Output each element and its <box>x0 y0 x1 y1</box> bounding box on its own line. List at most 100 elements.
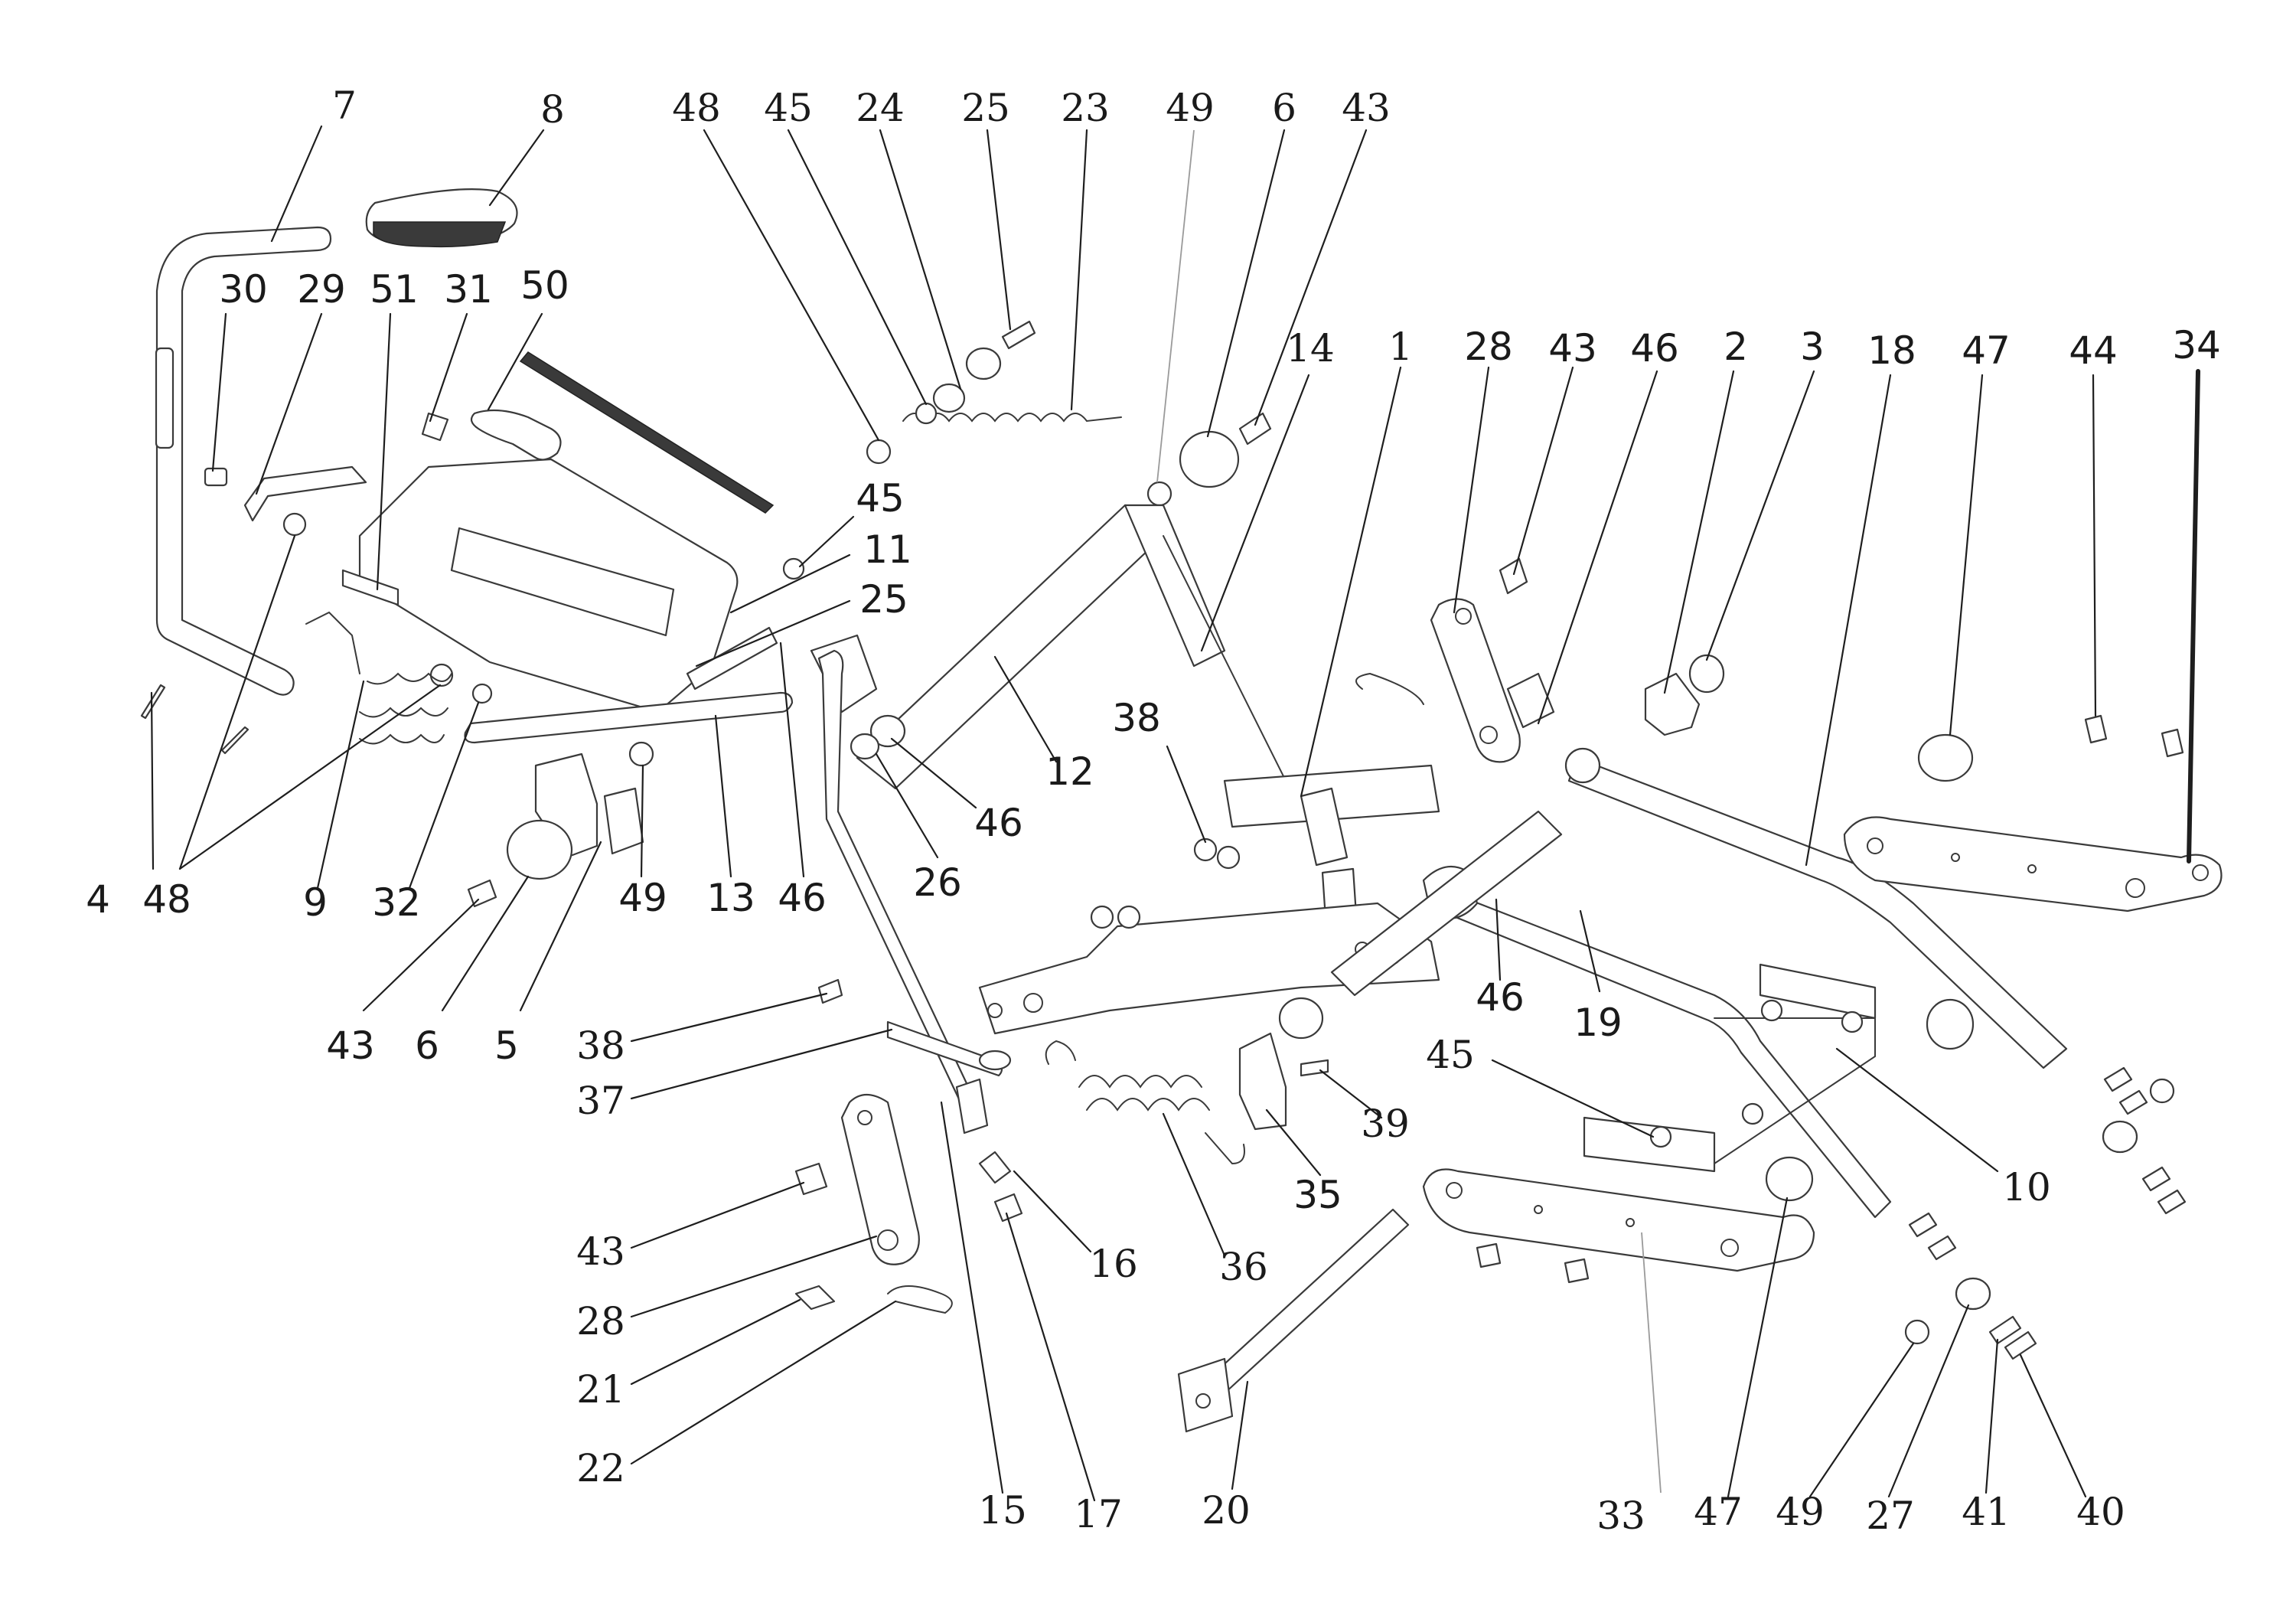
part-bushing-47t <box>1917 733 1974 782</box>
part-pulley-6 <box>506 819 573 880</box>
callout-19: 19 <box>1574 1001 1623 1045</box>
part-bolt-44 <box>2084 714 2108 744</box>
callout-21: 21 <box>576 1367 625 1412</box>
part-spacer-d <box>2118 1089 2148 1115</box>
part-plate-10b <box>1583 1116 1716 1173</box>
part-bracket-12 <box>810 634 878 713</box>
callout-13: 13 <box>706 876 755 920</box>
part-nut-48b <box>866 439 892 465</box>
parts-drawing <box>140 188 2223 1433</box>
part-hairpin-22 <box>887 1285 953 1314</box>
part-plate-tab <box>341 569 400 606</box>
part-lever-18 <box>1567 756 2068 1069</box>
part-clevis-35 <box>1238 1032 1287 1131</box>
part-nut-10b <box>1760 999 1783 1022</box>
part-lever-arm <box>470 409 562 461</box>
callout-35: 35 <box>1293 1173 1342 1217</box>
callout-33: 33 <box>1596 1494 1645 1538</box>
callout-46-d: 46 <box>1476 975 1525 1020</box>
part-spacer-a <box>1908 1212 1938 1238</box>
callout-6: 6 <box>1272 86 1296 130</box>
part-nut-49t <box>1146 481 1172 507</box>
part-bell-crank-1b <box>1300 787 1349 867</box>
callout-5: 5 <box>494 1023 519 1068</box>
part-nut-38b <box>1216 845 1241 870</box>
callout-45-c: 45 <box>1426 1033 1475 1077</box>
part-nut-48c <box>429 663 454 687</box>
part-handle-grip-plate <box>155 347 174 449</box>
part-pin-37-eye <box>978 1050 1012 1071</box>
part-nut-38c <box>1090 905 1114 929</box>
part-bracket-29 <box>243 465 367 522</box>
part-rod-20 <box>1208 1208 1410 1395</box>
callout-20: 20 <box>1202 1488 1251 1533</box>
part-spacer-40 <box>2004 1330 2037 1360</box>
callout-2: 2 <box>1724 325 1748 369</box>
part-bushing-26b <box>850 733 880 760</box>
callout-44: 44 <box>2069 328 2118 373</box>
part-spacer-b <box>1927 1235 1957 1261</box>
callout-45-b: 45 <box>856 476 905 521</box>
part-hairpin <box>1355 672 1424 705</box>
callout-31: 31 <box>444 267 493 312</box>
callout-45: 45 <box>764 86 813 130</box>
part-spacer-e <box>2141 1166 2171 1192</box>
part-spacer-c <box>2103 1066 2133 1092</box>
callout-39: 39 <box>1361 1102 1410 1146</box>
callout-50: 50 <box>520 263 569 308</box>
part-nut-38a <box>1193 837 1218 862</box>
part-nut-49 <box>628 741 654 767</box>
callout-29: 29 <box>297 267 346 312</box>
part-spring-36 <box>1045 1040 1245 1165</box>
callout-49-c: 49 <box>1776 1490 1825 1534</box>
part-spring-hook-9 <box>305 611 360 674</box>
callout-4: 4 <box>86 877 110 922</box>
part-block-2 <box>1644 672 1701 736</box>
part-bracket-5b <box>603 787 644 855</box>
part-spring-9 <box>359 672 452 745</box>
part-nut-10c <box>1841 1010 1864 1033</box>
callout-9: 9 <box>303 880 328 925</box>
part-bushing-35 <box>1278 997 1324 1040</box>
part-nut-45t <box>915 402 938 425</box>
part-bolt-43b <box>794 1162 828 1196</box>
part-link-28 <box>1430 598 1521 763</box>
callout-18: 18 <box>1867 328 1916 373</box>
callout-30: 30 <box>219 267 268 312</box>
part-nut-17 <box>993 1193 1023 1223</box>
callout-8: 8 <box>540 87 565 132</box>
part-bushing-r <box>1926 998 1975 1050</box>
callout-16: 16 <box>1089 1242 1138 1286</box>
callout-43: 43 <box>1342 86 1391 130</box>
part-nut-48a <box>282 512 307 537</box>
part-quadrant-slot <box>450 527 675 637</box>
callout-43-d: 43 <box>576 1229 625 1274</box>
callout-28-b: 28 <box>576 1299 625 1343</box>
part-bolt-43t <box>1238 412 1272 446</box>
part-spacer-41 <box>1988 1315 2022 1345</box>
callout-36: 36 <box>1219 1245 1268 1289</box>
part-pin-21 <box>794 1285 836 1311</box>
part-bushing-rr <box>2102 1120 2138 1154</box>
callout-41: 41 <box>1962 1490 2011 1534</box>
part-washer-24a <box>932 383 966 413</box>
part-bushing-26 <box>869 714 906 748</box>
callout-22: 22 <box>576 1446 625 1490</box>
callout-12: 12 <box>1045 749 1094 794</box>
callout-51: 51 <box>370 267 419 312</box>
part-lever-18-pivot <box>1564 747 1601 784</box>
part-nut-49b <box>1904 1319 1930 1345</box>
part-bolt-33b <box>1564 1258 1590 1284</box>
part-pulley-6t <box>1179 430 1240 488</box>
part-bolt-43m <box>1499 557 1528 595</box>
callout-24: 24 <box>856 86 905 130</box>
callout-38: 38 <box>1112 696 1161 740</box>
callout-37: 37 <box>576 1079 625 1123</box>
part-nut-45b <box>1649 1125 1672 1148</box>
part-slotted-strip <box>519 351 775 514</box>
part-link-28b <box>840 1093 920 1265</box>
callout-23: 23 <box>1061 86 1110 130</box>
callout-46-c: 46 <box>778 876 827 920</box>
callout-1: 1 <box>1388 325 1413 369</box>
